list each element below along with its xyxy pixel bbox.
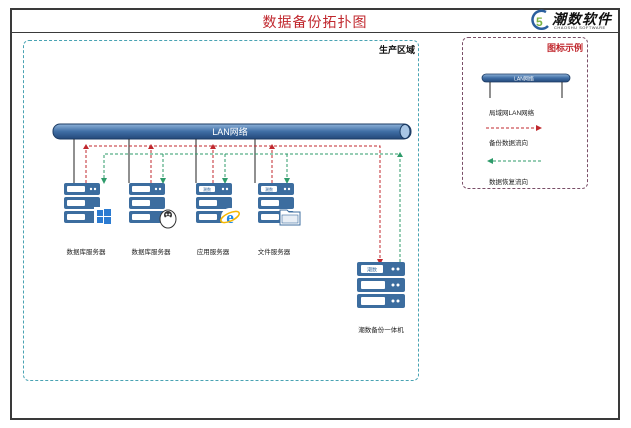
ie-icon: e bbox=[220, 208, 240, 227]
backup-flow-lines bbox=[85, 145, 383, 265]
server-file: 潮数 bbox=[258, 183, 301, 226]
production-zone-label: 生产区域 bbox=[378, 45, 415, 55]
page-title: 数据备份拓扑图 bbox=[262, 14, 368, 30]
server-app: 潮数 e bbox=[196, 183, 240, 227]
production-zone: 生产区域 bbox=[23, 40, 419, 381]
server-label-db-linux: 数据库服务器 bbox=[131, 249, 171, 256]
restore-flow-lines bbox=[101, 153, 401, 262]
logo-icon: 5 bbox=[531, 9, 549, 31]
backup-appliance-label: 潮数备份一体机 bbox=[358, 327, 404, 334]
legend-item-restore: 数据恢复流向 bbox=[489, 179, 528, 186]
restore-flow-arrowhead-up bbox=[397, 152, 403, 157]
backup-flow-arrowheads bbox=[83, 144, 275, 149]
legend-lan-bar-label: LAN网络 bbox=[514, 76, 534, 83]
server-label-file: 文件服务器 bbox=[257, 249, 291, 256]
server-badge: 潮数 bbox=[203, 186, 211, 192]
legend-lan-sample: LAN网络 bbox=[481, 73, 571, 98]
legend-panel: 图标示例 局域网LAN网络 备份数据流向 数据恢复流向 bbox=[462, 37, 588, 189]
header: 数据备份拓扑图 5 潮数软件 CHAOSHU SOFTWARE bbox=[12, 8, 618, 34]
logo-text: 潮数软件 bbox=[552, 11, 612, 27]
logo: 5 潮数软件 CHAOSHU SOFTWARE bbox=[528, 8, 614, 34]
lan-bus: LAN网络 bbox=[52, 123, 412, 140]
svg-text:e: e bbox=[226, 208, 234, 227]
svg-text:5: 5 bbox=[536, 15, 543, 29]
logo-subtitle: CHAOSHU SOFTWARE bbox=[554, 25, 606, 30]
windows-icon bbox=[94, 207, 114, 227]
linux-icon bbox=[159, 209, 177, 229]
server-db-windows bbox=[64, 183, 114, 227]
server-label-db-windows: 数据库服务器 bbox=[66, 249, 106, 256]
folder-icon bbox=[279, 209, 301, 226]
lan-bus-label: LAN网络 bbox=[212, 126, 248, 137]
appliance-badge: 潮数 bbox=[367, 267, 377, 274]
legend-item-lan: 局域网LAN网络 bbox=[489, 110, 535, 117]
server-db-linux bbox=[129, 183, 177, 229]
backup-appliance: 潮数 bbox=[357, 262, 405, 308]
legend-item-backup: 备份数据流向 bbox=[489, 140, 528, 147]
server-badge: 潮数 bbox=[265, 186, 273, 192]
legend-title: 图标示例 bbox=[546, 43, 583, 53]
server-label-app: 应用服务器 bbox=[196, 249, 230, 256]
